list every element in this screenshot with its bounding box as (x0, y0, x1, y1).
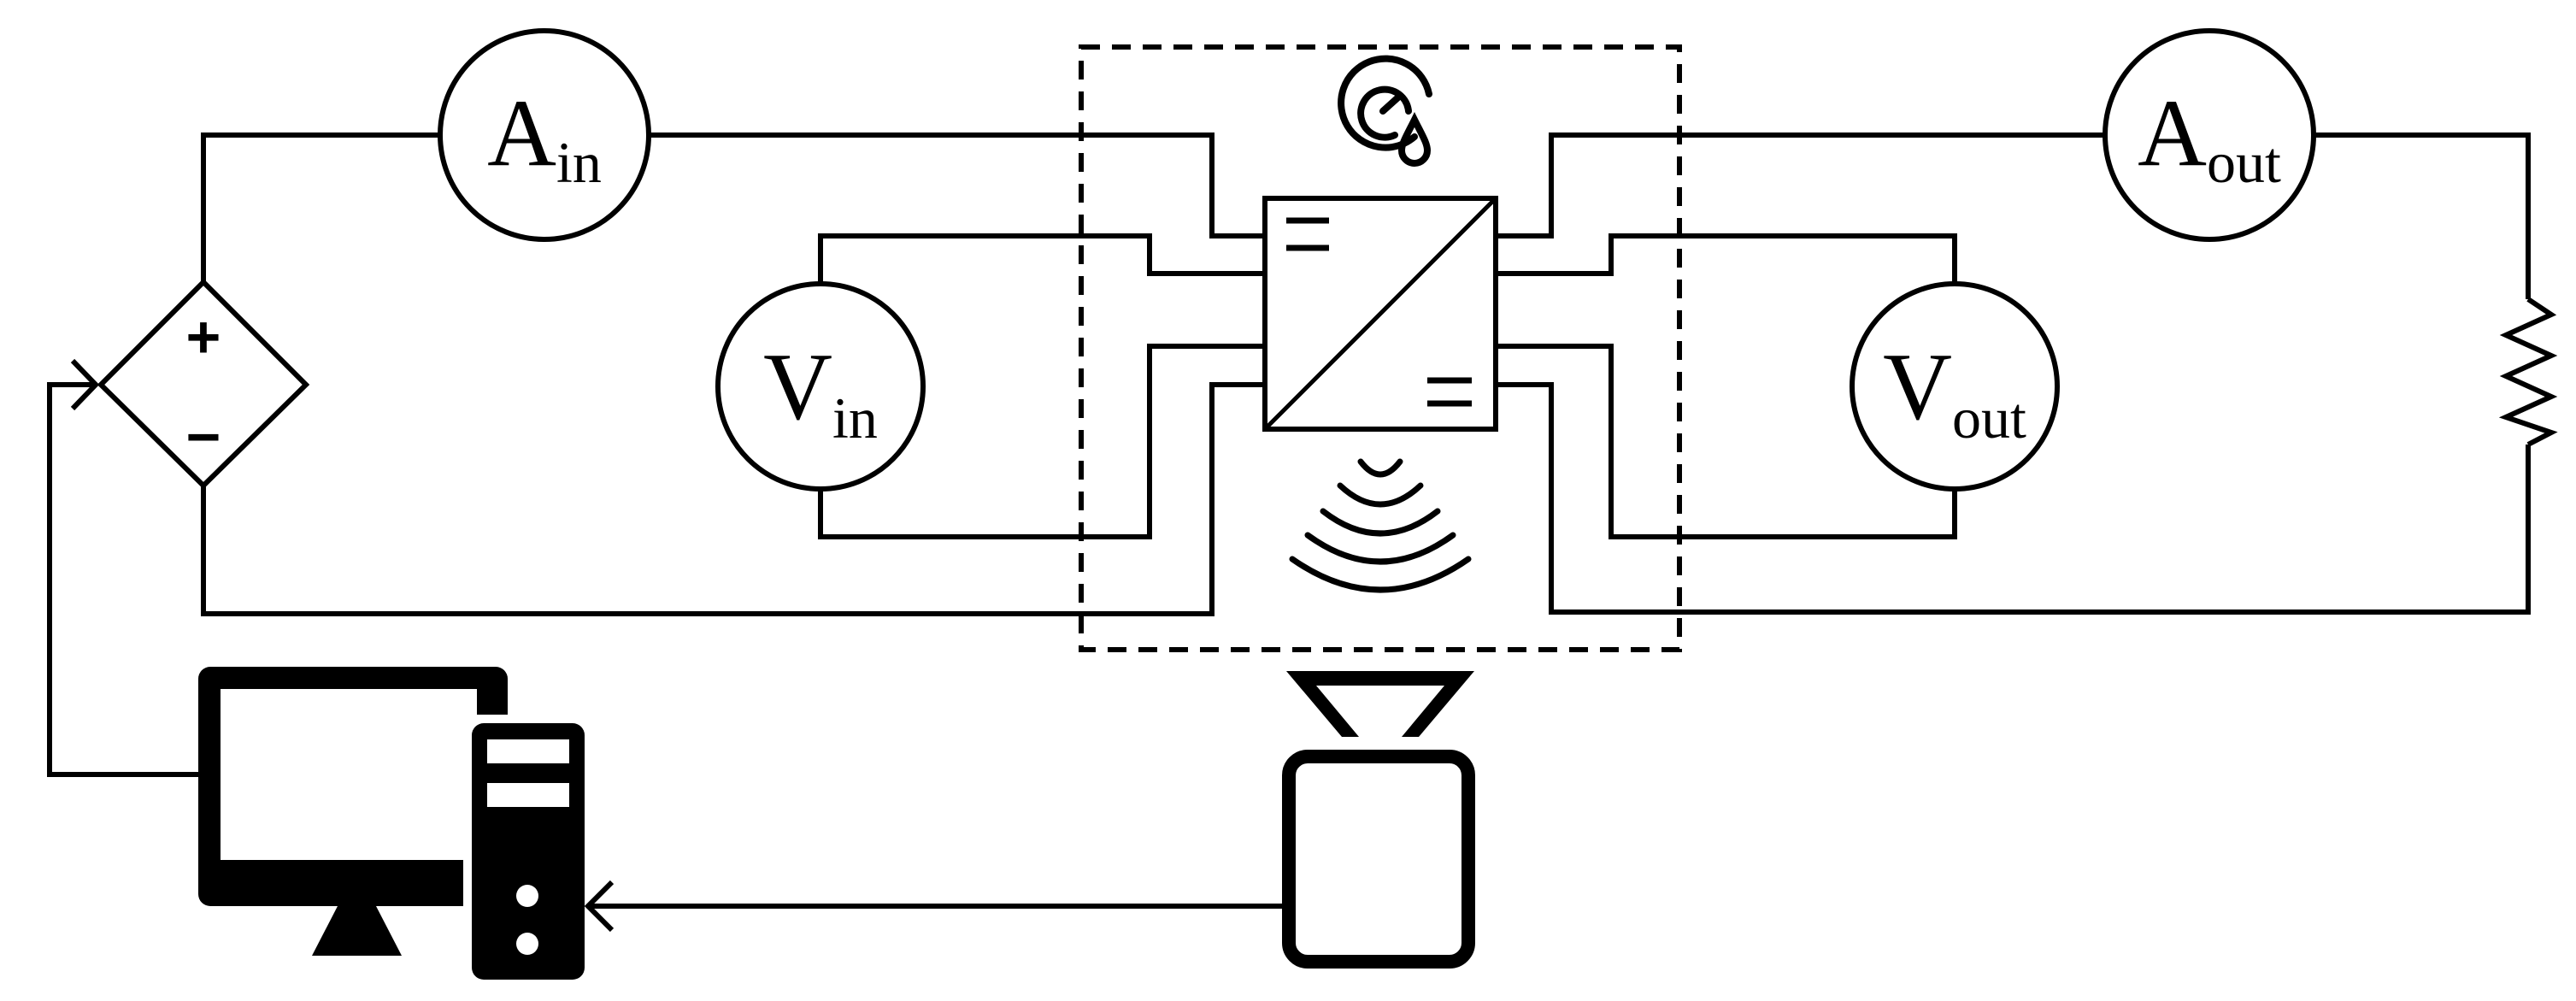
wire-ammeter-in-to-converter (650, 132, 1265, 238)
voltmeter-in: Vin (715, 281, 926, 492)
svg-text:Vin: Vin (763, 334, 878, 450)
voltmeter-out: Vout (1850, 281, 2060, 492)
ammeter-in-sub: in (556, 130, 602, 195)
wire-vout-top (1496, 233, 1957, 282)
voltmeter-out-sub: out (1952, 386, 2026, 450)
wire-vin-bottom (818, 344, 1265, 539)
ammeter-in: Ain (438, 28, 651, 242)
wire-vin-top (818, 233, 1265, 340)
gauge-humidity-icon (1338, 55, 1432, 167)
wire-vout-bottom (1496, 344, 1957, 539)
microphone-sensor-icon (1282, 671, 1475, 969)
arrowhead-computer (584, 880, 615, 933)
desktop-computer-icon (198, 667, 585, 980)
voltmeter-in-sub: in (832, 386, 878, 450)
controlled-voltage-source: + − (97, 278, 310, 490)
source-plus: + (186, 303, 221, 370)
svg-text:Ain: Ain (487, 80, 602, 195)
wire-computer-to-source (47, 382, 203, 777)
wires (47, 132, 2531, 933)
wire-source-return (201, 382, 1265, 616)
dc-dc-converter-icon (1262, 196, 1498, 432)
voltmeter-in-letter: V (763, 334, 832, 440)
svg-text:Vout: Vout (1883, 334, 2026, 450)
source-minus: − (186, 403, 221, 470)
wire-ammeter-out-to-load (2312, 132, 2531, 299)
acoustic-waves-icon (1289, 458, 1472, 593)
test-chamber-boundary (1079, 44, 1682, 652)
arrowhead-source (70, 358, 100, 411)
ammeter-in-letter: A (487, 80, 556, 186)
wire-source-to-ammeter-in (201, 132, 440, 282)
resistor-icon (2498, 297, 2558, 447)
svg-text:Aout: Aout (2138, 80, 2281, 195)
source-diamond (97, 278, 310, 490)
wire-converter-return (1496, 382, 2531, 615)
voltmeter-out-letter: V (1883, 334, 1952, 440)
wire-converter-to-ammeter-out (1496, 132, 2107, 238)
ammeter-out-sub: out (2207, 130, 2281, 195)
ammeter-out: Aout (2103, 28, 2316, 242)
ammeter-out-letter: A (2138, 80, 2207, 186)
